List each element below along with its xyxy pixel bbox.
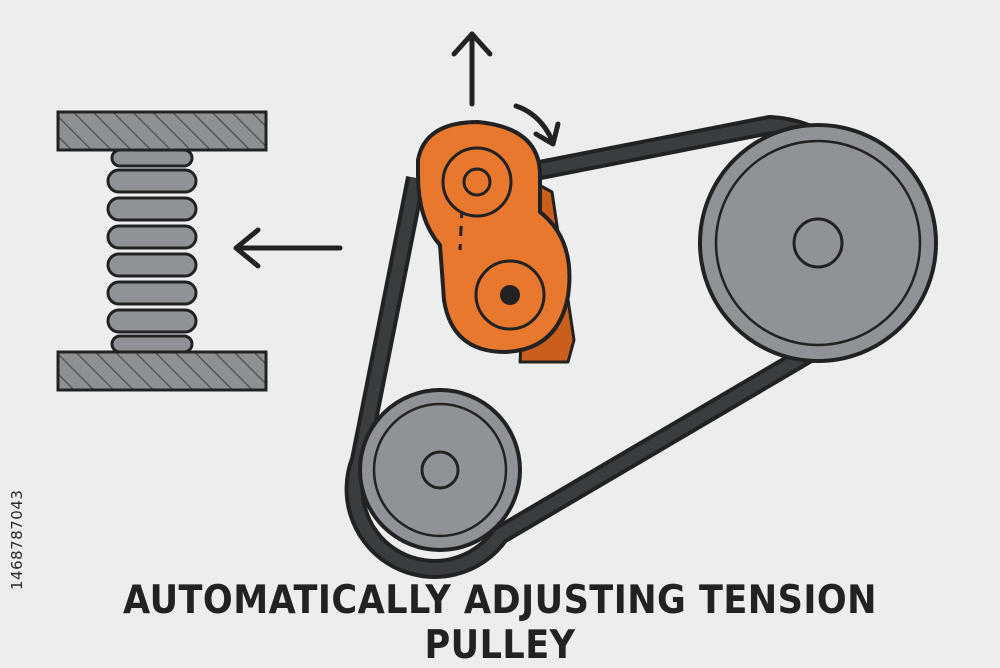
drive-pulley [698, 123, 938, 363]
arrow-left-icon [233, 227, 343, 269]
idler-pulley [358, 388, 522, 552]
bottom-plate [56, 350, 268, 392]
tensioner-arm [416, 120, 576, 364]
stock-image-id: 1468787043 [8, 489, 26, 590]
lower-pivot [474, 259, 546, 331]
arrow-up-icon [451, 31, 493, 107]
rotate-arrow-icon [513, 103, 561, 147]
top-plate [56, 110, 268, 152]
upper-pivot [441, 146, 513, 218]
spring-assembly [56, 110, 268, 392]
coil-spring [106, 148, 198, 354]
diagram-title: AUTOMATICALLY ADJUSTING TENSION PULLEY [123, 578, 877, 668]
